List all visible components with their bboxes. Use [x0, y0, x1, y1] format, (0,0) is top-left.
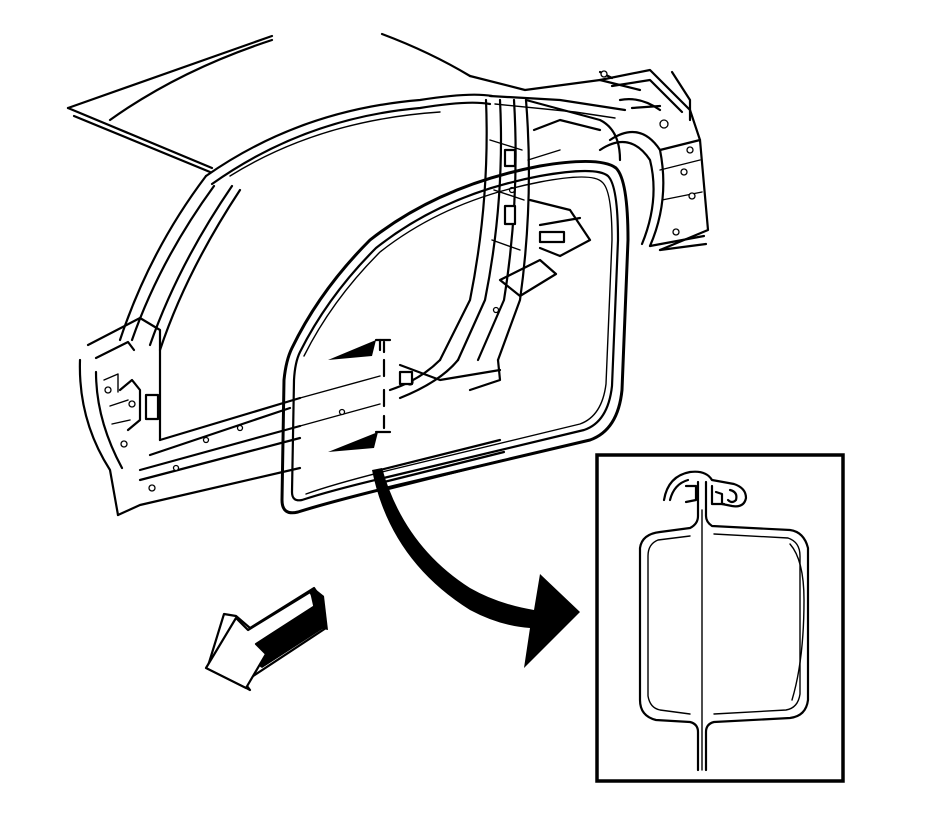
vehicle-front-direction-arrow-icon [204, 586, 328, 692]
weatherstrip-cross-section-icon [638, 470, 810, 772]
door-opening-weatherstrip-icon [280, 159, 630, 515]
detail-inset-box [595, 453, 845, 783]
body-side-frame-icon [66, 32, 710, 517]
detail-callout-arrow-icon [372, 468, 580, 668]
section-cut-markers [328, 338, 392, 452]
